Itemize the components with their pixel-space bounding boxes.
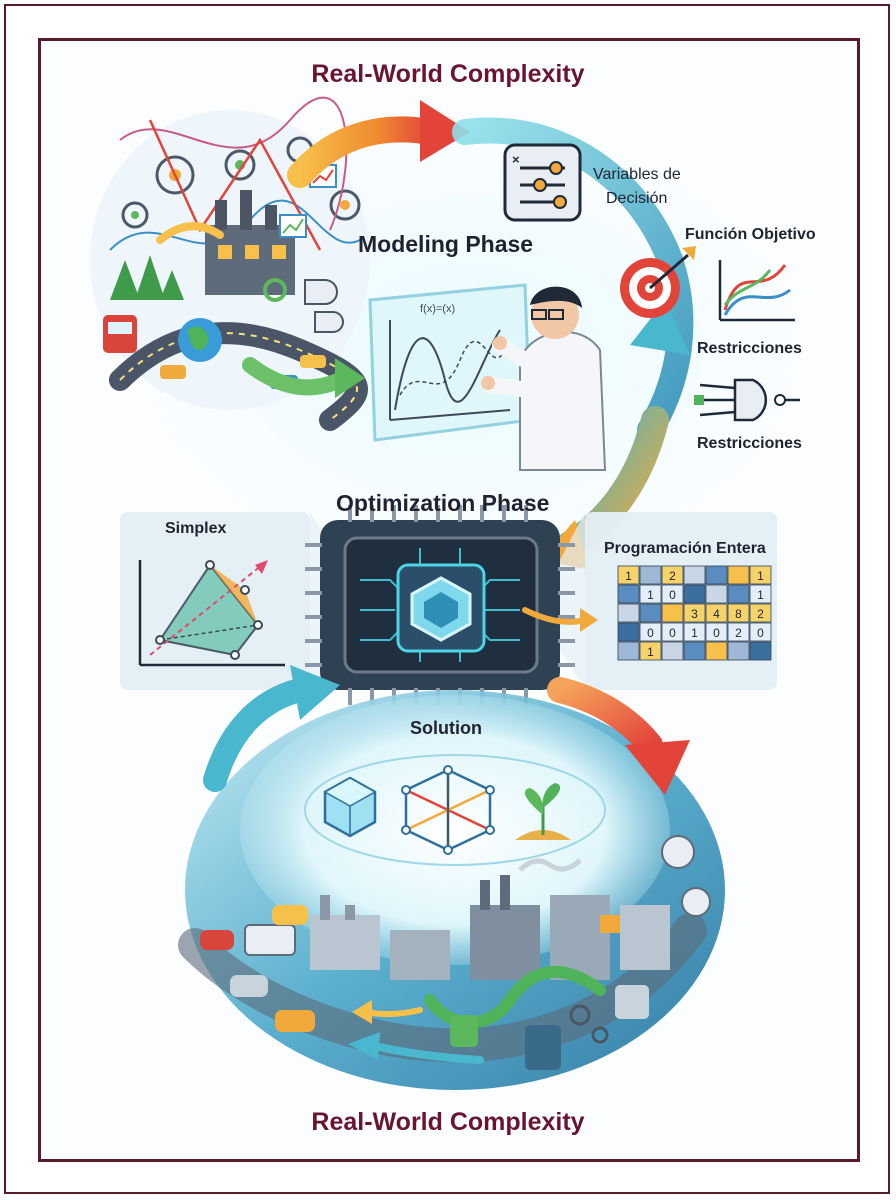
network-cube-icon [401, 765, 495, 855]
grid-cell [683, 641, 706, 661]
grid-cell [661, 584, 684, 604]
grid-cell [705, 622, 728, 642]
flow-arrow-up [203, 678, 312, 792]
flow-arrow-top [287, 116, 443, 188]
optimization-phase-label: Optimization Phase [336, 490, 550, 516]
grid-cell-value: 4 [713, 607, 720, 621]
grid-cell [705, 584, 728, 604]
grid-cell-value: 0 [669, 626, 676, 640]
integer-panel: 1 2 1 1 0 1 3 4 8 2 0 0 1 0 2 0 1 [560, 512, 777, 690]
grid-cell-value: 1 [647, 588, 654, 602]
grid-cell [683, 603, 706, 623]
grid-cell [617, 641, 640, 661]
grid-cell-value: 0 [757, 626, 764, 640]
grid-cell [727, 565, 750, 585]
grid-cell-value: 1 [691, 626, 698, 640]
integer-programming-label: Programación Entera [604, 540, 766, 557]
grid-cell [727, 603, 750, 623]
svg-text:×: × [512, 152, 520, 167]
grid-cell [639, 565, 662, 585]
grid-cell-value: 3 [691, 607, 698, 621]
constraints-label-1: Restricciones [697, 340, 802, 357]
arrow-return-teal [348, 1032, 380, 1060]
grid-cell [617, 603, 640, 623]
flow-arrow-right [547, 677, 663, 758]
grid-cell-value: 1 [647, 645, 654, 659]
grid-cell-value: 1 [625, 569, 632, 583]
grid-cell [705, 641, 728, 661]
constraints-label-2: Restricciones [697, 435, 802, 452]
grid-cell [749, 622, 772, 642]
grid-cell [749, 603, 772, 623]
grid-cell [661, 565, 684, 585]
grid-cell [683, 584, 706, 604]
grid-cell [639, 584, 662, 604]
modeling-loop-arc [452, 117, 694, 443]
scientist-figure [481, 286, 607, 471]
grid-cell [639, 641, 662, 661]
grid-cell-value: 0 [669, 588, 676, 602]
grid-cell [639, 622, 662, 642]
flow-arrow-up-head [290, 665, 340, 720]
grid-cell-value: 2 [757, 607, 764, 621]
chart-icon [718, 260, 795, 322]
grid-cell [749, 641, 772, 661]
grid-cell [683, 622, 706, 642]
title-top: Real-World Complexity [311, 60, 585, 88]
flow-arrow-right-head [625, 740, 690, 795]
city-industry [178, 835, 711, 1070]
grid-cell [727, 584, 750, 604]
grid-cell [617, 622, 640, 642]
target-icon [620, 246, 696, 318]
integer-grid: 1 2 1 1 0 1 3 4 8 2 0 0 1 0 2 0 1 [617, 565, 772, 661]
crystal-icon [323, 776, 377, 838]
modeling-phase-label: Modeling Phase [358, 231, 534, 257]
grid-cell [727, 622, 750, 642]
solution-halo [304, 754, 606, 866]
grid-cell [617, 584, 640, 604]
flow-arrow-top-head [420, 100, 470, 162]
grid-cell-value: 0 [713, 626, 720, 640]
grid-cell [683, 565, 706, 585]
grid-cell-value: 0 [647, 626, 654, 640]
grid-cell [639, 603, 662, 623]
grid-cell [661, 603, 684, 623]
grid-cell-value: 1 [757, 569, 764, 583]
simplex-label: Simplex [165, 520, 227, 537]
arrow-return-yellow [352, 1000, 372, 1024]
modeling-loop-head [630, 300, 690, 355]
grid-cell [661, 622, 684, 642]
grid-cell-value: 8 [735, 607, 742, 621]
grid-cell [705, 603, 728, 623]
board-formula: f(x)=(x) [420, 303, 456, 315]
sprout-icon [515, 783, 571, 840]
cpu-chip-icon [305, 505, 575, 705]
variables-label-line1: Variables de [593, 166, 681, 183]
variables-label-line2: Decisión [606, 190, 668, 207]
grid-cell-value: 2 [735, 626, 742, 640]
slider-icon: × [503, 143, 582, 222]
title-bottom: Real-World Complexity [311, 1108, 585, 1136]
arrow-to-grid [580, 608, 598, 632]
grid-cell [617, 565, 640, 585]
objective-label: Función Objetivo [685, 226, 816, 243]
logic-gate-icon [694, 378, 800, 422]
grid-cell-value: 2 [669, 569, 676, 583]
grid-cell-value: 1 [757, 588, 764, 602]
solution-label: Solution [410, 718, 482, 738]
arrow-into-board [335, 358, 365, 398]
grid-cell [749, 565, 772, 585]
grid-cell [705, 565, 728, 585]
grid-cell [661, 641, 684, 661]
outer-border [4, 4, 890, 1194]
grid-cell [727, 641, 750, 661]
grid-cell [749, 584, 772, 604]
